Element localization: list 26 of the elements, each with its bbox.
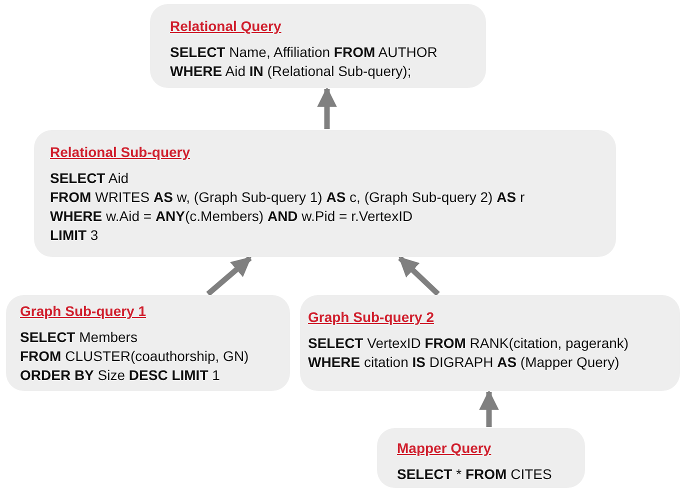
query-title: Relational Query <box>170 18 282 34</box>
sql-line: WHERE citation IS DIGRAPH AS (Mapper Query) <box>308 353 620 372</box>
query-box <box>6 295 290 391</box>
sql-line: FROM CLUSTER(coauthorship, GN) <box>20 347 249 366</box>
sql-line: LIMIT 3 <box>50 226 98 245</box>
query-box <box>300 295 680 391</box>
arrow <box>206 256 252 296</box>
sql-line: FROM WRITES AS w, (Graph Sub-query 1) AS c, (Graph Sub-query 2) AS r <box>50 188 525 207</box>
sql-line: SELECT* FROM CITES <box>397 465 552 484</box>
sql-line: WHERE w.Aid = ANY(c.Members) AND w.Pid = r.VertexID <box>50 207 413 226</box>
sql-line: SELECT VertexID FROM RANK(citation, pagerank) <box>308 334 629 353</box>
arrow <box>398 256 440 296</box>
sql-line: SELECT Aid <box>50 169 129 188</box>
query-box <box>377 428 585 488</box>
sql-line: SELECT Name, Affiliation FROM AUTHOR <box>170 43 438 62</box>
query-title: Relational Sub-query <box>50 144 190 160</box>
query-title: Graph Sub-query 1 <box>20 303 146 319</box>
sql-line: SELECT Members <box>20 328 138 347</box>
query-box <box>34 130 616 257</box>
arrow <box>479 390 499 427</box>
query-box <box>150 4 486 88</box>
sql-line: ORDER BY Size DESC LIMIT 1 <box>20 366 220 385</box>
sql-line: WHERE Aid IN (Relational Sub-query); <box>170 62 412 81</box>
query-title: Mapper Query <box>397 440 492 456</box>
arrow <box>317 87 337 129</box>
query-title: Graph Sub-query 2 <box>308 309 434 325</box>
